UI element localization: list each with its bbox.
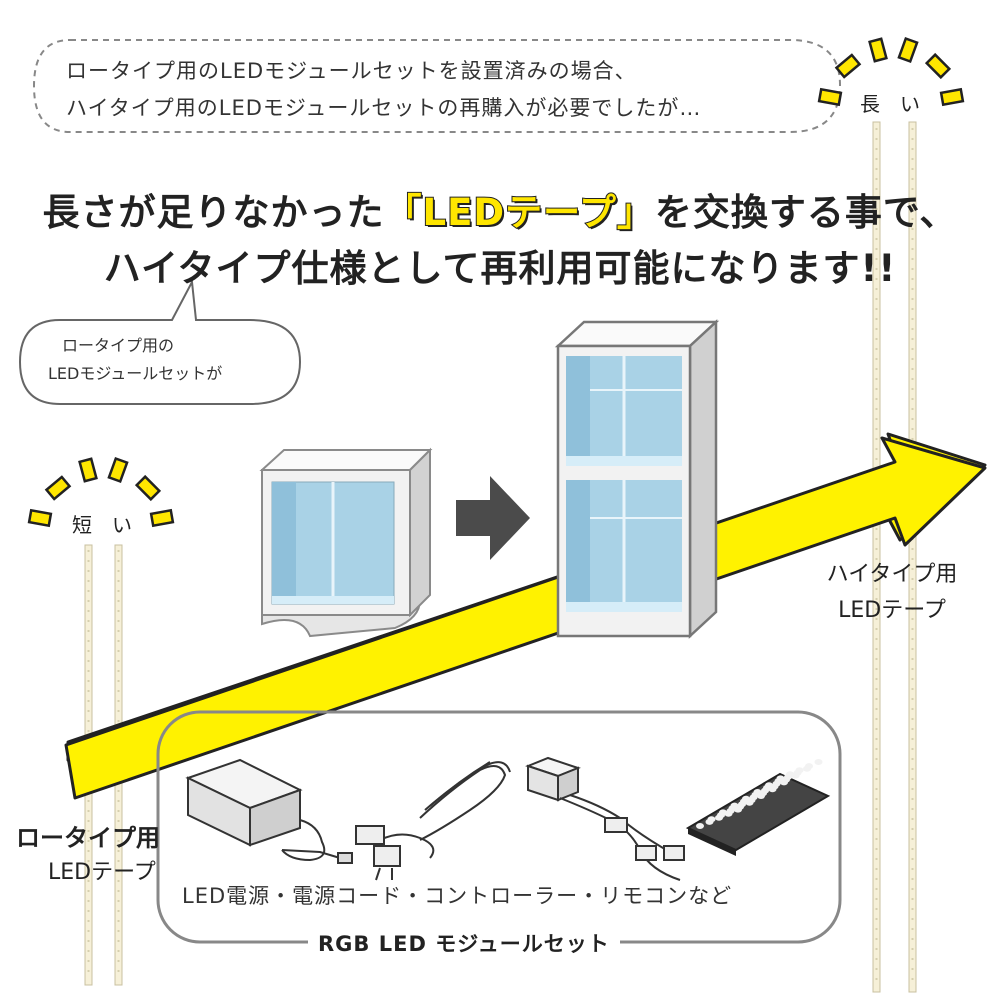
long-burst-marks [817,36,965,107]
low-type-label-line-1: ロータイプ用 [16,824,160,852]
module-set-label: RGB LED モジュールセット [308,928,620,958]
short-char-2: い [112,513,132,537]
low-type-label-line-2: LEDテープ [48,860,156,885]
remote-button [696,823,704,829]
small-cabinet [259,447,433,638]
power-adapter [185,758,353,864]
controller-unit [525,756,685,881]
remote-button [745,799,754,806]
remote-button [734,806,742,813]
remote-button [814,759,823,765]
headline-line-1-before: 長さが足りなかった [42,191,385,234]
long-led-tapes [872,121,917,993]
top-bubble-line-2: ハイタイプ用のLEDモジュールセットの再購入が必要でしたが… [66,96,702,120]
power-cord [355,761,511,881]
headline-line-1: 長さが足りなかった「LEDテープ」を交換する事で、 [0,182,1000,236]
short-char-1: 短 [72,513,92,537]
small-bubble-line-1: ロータイプ用の [62,336,175,355]
small-bubble-line-2: LEDモジュールセットが [48,364,223,383]
remote-button [803,765,811,772]
remote-control [685,759,831,856]
transition-arrow [456,476,530,560]
top-speech-bubble [32,39,842,133]
long-char-2: い [900,92,920,116]
remote-button [705,818,714,825]
tall-cabinet [554,319,720,639]
remote-button [724,810,733,817]
headline-line-1-after: を交換する事で、 [654,191,958,234]
top-bubble-line-1: ロータイプ用のLEDモジュールセットを設置済みの場合、 [66,59,637,83]
remote-button [757,793,765,799]
big-yellow-arrow [64,432,987,800]
small-speech-bubble [18,278,302,405]
high-type-label-line-2: LEDテープ [838,598,946,623]
remote-button [715,814,723,821]
remote-button [780,779,788,786]
headline-line-2: ハイタイプ仕様として再利用可能になります!! [103,247,897,290]
accessories-caption: LED電源・電源コード・コントローラー・リモコンなど [182,884,733,908]
short-burst-marks [27,456,175,528]
long-char-1: 長 [860,92,880,116]
high-type-label-line-1: ハイタイプ用 [826,562,958,587]
remote-button [791,772,800,779]
remote-button [768,786,777,793]
headline-highlight: 「LEDテープ」 [384,190,655,235]
